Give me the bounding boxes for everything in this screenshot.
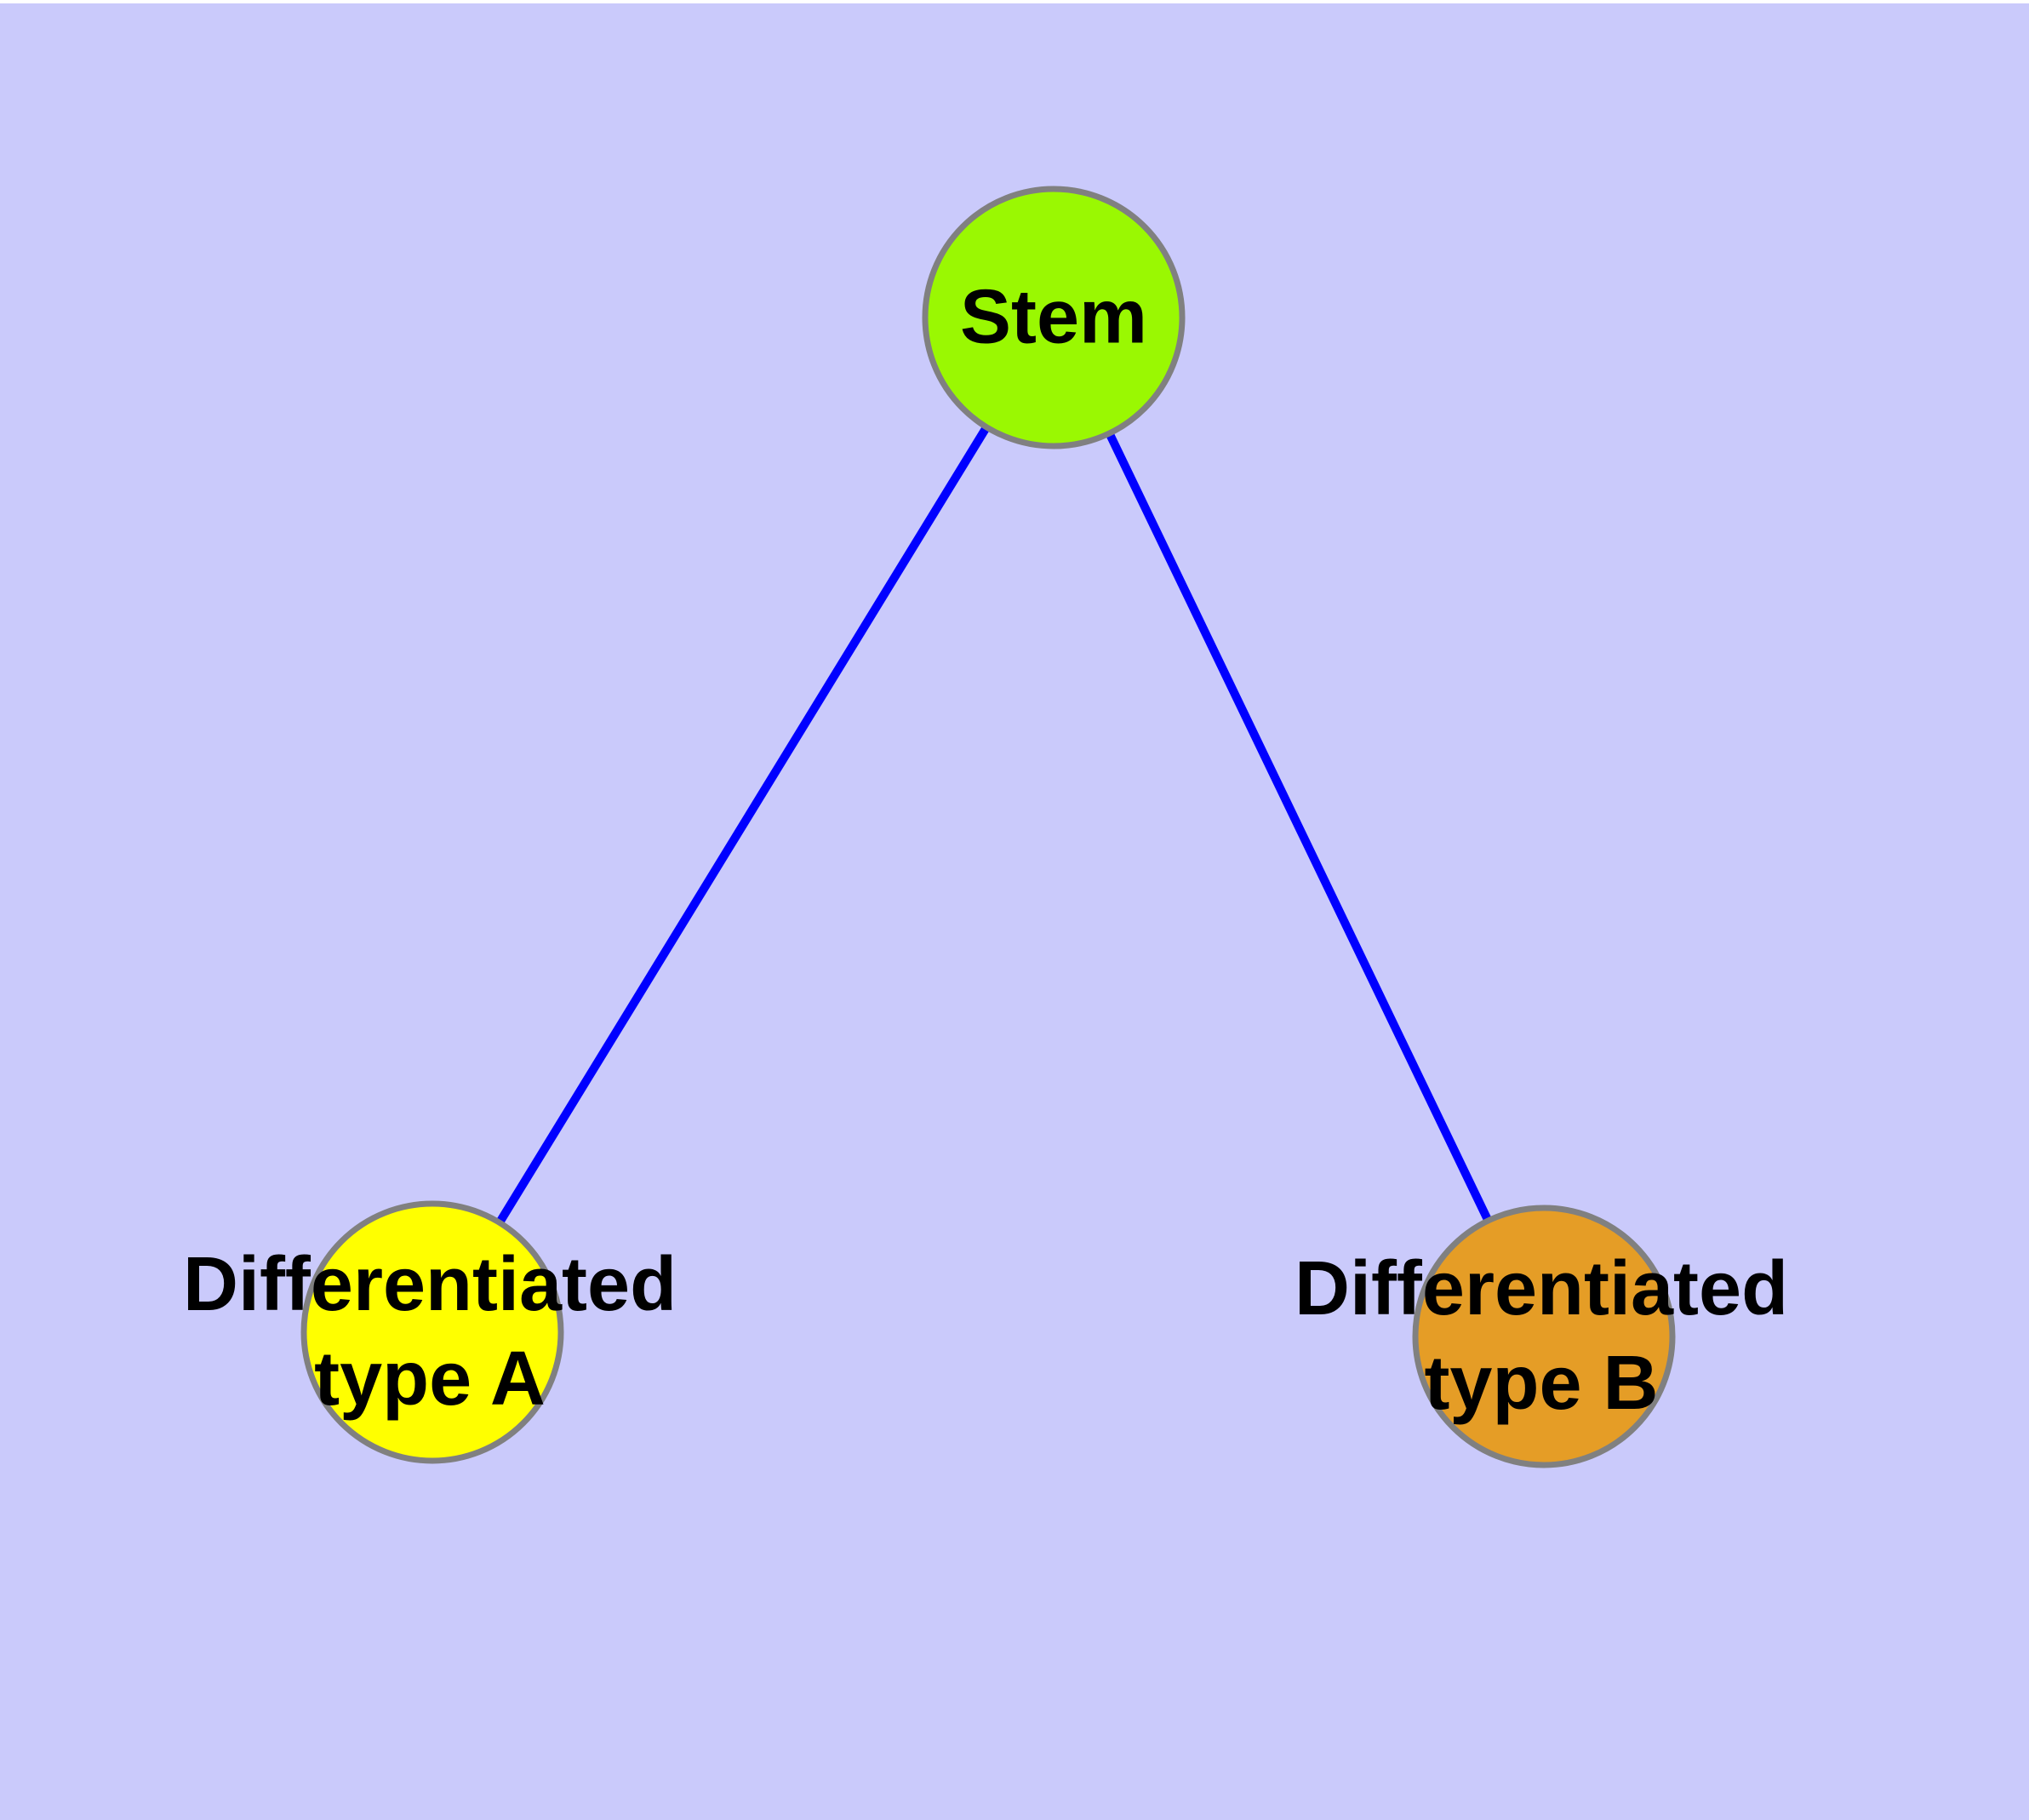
node-type-a-circle[interactable] xyxy=(300,1200,564,1464)
edge-stem-to-type-b xyxy=(1049,315,1548,1339)
node-type-b-circle[interactable] xyxy=(1412,1205,1676,1468)
node-stem-circle[interactable] xyxy=(922,186,1186,449)
edge-stem-to-type-a xyxy=(428,315,1058,1335)
